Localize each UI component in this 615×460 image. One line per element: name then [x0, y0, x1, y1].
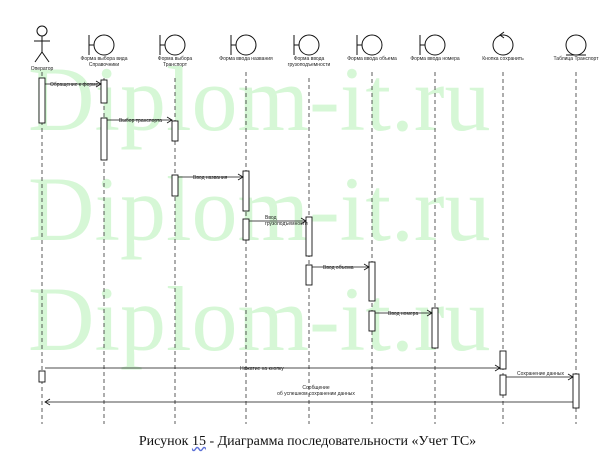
arrowhead-icon [166, 116, 173, 124]
boundary-icon [88, 34, 115, 56]
arrowhead-icon [567, 373, 574, 381]
lifeline-1: Оператор [31, 25, 54, 424]
caption-number: 15 [191, 434, 206, 449]
message-8: Сохранение данных [506, 371, 574, 381]
activation-bar [305, 264, 313, 286]
lifeline-label: Таблица Транспорт [553, 56, 599, 62]
message-label: Ввод названия [193, 175, 228, 181]
message-3: Ввод названия [178, 173, 244, 181]
lifeline-label: Форма выбора вида [81, 56, 128, 62]
entity-icon [565, 34, 587, 56]
caption-separator: - [205, 434, 218, 449]
lifeline-label: Форма ввода названия [219, 56, 273, 62]
watermark-text-2: Diplom-it.ru [28, 158, 491, 260]
lifeline-label: Кнопка сохранить [482, 56, 524, 62]
arrowhead-icon [95, 80, 102, 88]
activation-bar [572, 373, 580, 409]
activation-bar [100, 117, 108, 161]
message-label: Сохранение данных [517, 371, 564, 377]
activation-bar [38, 77, 46, 124]
lifeline-7: Форма ввода номера [410, 34, 460, 424]
caption-title: Диаграмма последовательности «Учет ТС» [217, 434, 477, 449]
message-label: Сообщение [302, 385, 329, 391]
message-label: Нажатие на кнопку [240, 366, 284, 372]
lifeline-label: Форма ввода номера [410, 56, 460, 62]
boundary-icon [293, 34, 320, 56]
message-1: Обращение к форме [45, 80, 102, 88]
lifeline-label: Транспорт [163, 62, 188, 68]
actor-icon [34, 25, 50, 63]
message-label: Ввод объема [323, 265, 354, 271]
activations [38, 77, 580, 409]
boundary-icon [230, 34, 257, 56]
activation-bar [368, 310, 376, 332]
message-label: грузоподъемности [265, 221, 308, 227]
activation-bar [242, 218, 250, 241]
lifeline-8: Кнопка сохранить [482, 31, 524, 424]
boundary-icon [356, 34, 383, 56]
message-5: Ввод объема [312, 263, 370, 271]
activation-bar [305, 216, 313, 257]
control-icon [492, 31, 514, 56]
activation-bar [499, 374, 507, 396]
arrowhead-icon [44, 398, 51, 406]
lifeline-label: Справочники [89, 62, 119, 68]
lifeline-label: грузоподъемности [288, 62, 331, 68]
message-6: Ввод номера [375, 309, 433, 317]
lifeline-label: Форма ввода [294, 56, 325, 62]
activation-bar [171, 120, 179, 142]
arrowhead-icon [426, 309, 433, 317]
arrowhead-icon [300, 217, 307, 225]
activation-bar [38, 370, 46, 383]
activation-bar [499, 350, 507, 370]
arrowhead-icon [363, 263, 370, 271]
activation-bar [431, 307, 439, 349]
arrowhead-icon [494, 364, 501, 372]
figure-caption: Рисунок 15 - Диаграмма последовательност… [0, 434, 615, 450]
message-2: Выбор транспорта [107, 116, 173, 124]
caption-prefix: Рисунок [138, 434, 189, 449]
message-label: Ввод номера [388, 311, 418, 317]
message-label: Ввод [265, 215, 277, 221]
lifeline-6: Форма ввода объема [347, 34, 397, 424]
boundary-icon [419, 34, 446, 56]
watermark-text-3: Diplom-it.ru [28, 268, 491, 370]
lifeline-4: Форма ввода названия [219, 34, 273, 424]
lifeline-label: Оператор [31, 66, 54, 72]
boundary-icon [159, 34, 186, 56]
lifeline-9: Таблица Транспорт [553, 34, 599, 424]
activation-bar [368, 261, 376, 302]
activation-bar [171, 174, 179, 197]
activation-bar [100, 79, 108, 104]
message-7: Нажатие на кнопку [45, 364, 501, 372]
message-label: Обращение к форме [50, 82, 99, 88]
message-label: об успешном сохранении данных [277, 391, 355, 397]
activation-bar [242, 170, 250, 212]
message-label: Выбор транспорта [119, 118, 162, 124]
lifeline-label: Форма выбора [158, 56, 193, 62]
lifeline-label: Форма ввода объема [347, 56, 397, 62]
arrowhead-icon [237, 173, 244, 181]
